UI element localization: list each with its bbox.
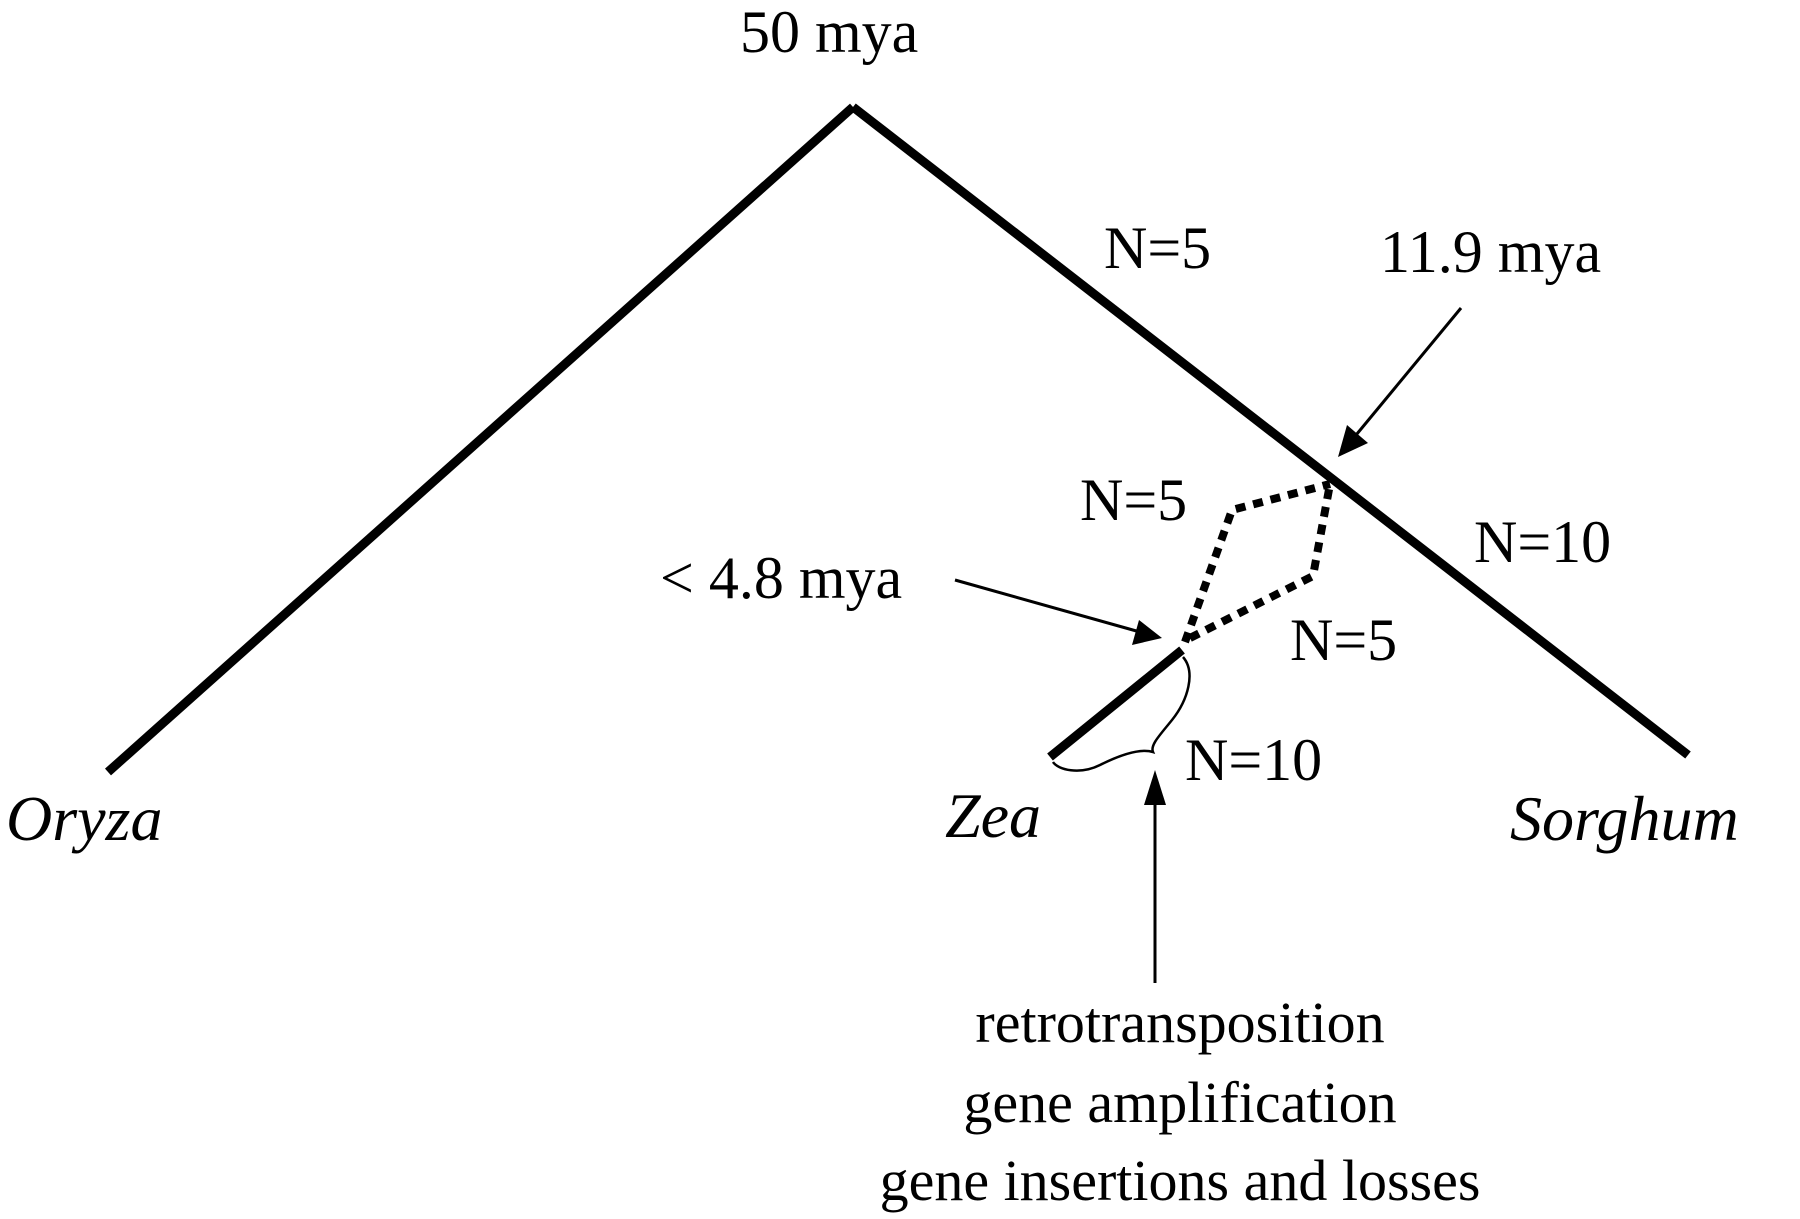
event-retrotransposition: retrotransposition <box>975 990 1384 1055</box>
dotted-path-lower <box>1188 483 1334 642</box>
arrow-events-head <box>1144 770 1166 805</box>
branch-label-upper-right: N=5 <box>1104 215 1211 281</box>
branch-sorghum <box>850 103 1691 759</box>
branch-label-sorghum: N=10 <box>1474 509 1611 575</box>
arrow-4-8-mya <box>954 578 1141 634</box>
taxon-sorghum: Sorghum <box>1510 783 1739 854</box>
arrow-11-9-mya-head <box>1338 425 1368 457</box>
arrow-4-8-mya-head <box>1132 620 1162 645</box>
branch-label-zea: N=10 <box>1185 727 1322 793</box>
event-gene-amplification: gene amplification <box>963 1070 1396 1135</box>
divergence-age-label: 11.9 mya <box>1380 219 1601 285</box>
taxon-zea: Zea <box>945 780 1041 851</box>
tetraploid-age-label: < 4.8 mya <box>660 545 902 611</box>
taxon-oryza: Oryza <box>6 783 162 854</box>
branch-zea <box>1047 646 1185 761</box>
root-age-label: 50 mya <box>740 0 918 65</box>
branch-label-dotted-upper: N=5 <box>1080 467 1187 533</box>
zea-brace <box>1051 656 1191 772</box>
branch-oryza <box>105 103 856 776</box>
arrow-11-9-mya <box>1340 307 1463 453</box>
branch-label-dotted-lower: N=5 <box>1290 607 1397 673</box>
dotted-path-upper <box>1181 480 1332 644</box>
event-gene-insertions-losses: gene insertions and losses <box>880 1148 1481 1213</box>
